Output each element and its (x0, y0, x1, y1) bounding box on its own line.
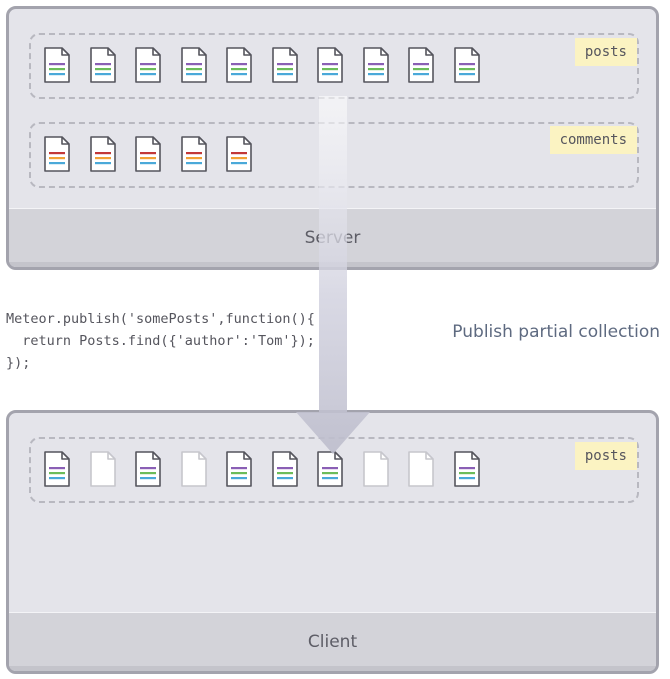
client-label: Client (9, 612, 656, 671)
server-comment-doc-icon (226, 136, 252, 172)
client-post-doc-icon (362, 451, 389, 487)
client-post-doc-icon (135, 451, 161, 487)
transfer-arrow-icon (296, 96, 370, 454)
server-post-doc-icon (226, 47, 252, 83)
client-post-doc-icon (408, 451, 434, 487)
client-post-doc-icon (317, 451, 343, 487)
server-post-doc-icon (44, 47, 70, 83)
server-post-doc-icon (317, 47, 343, 83)
publish-code: Meteor.publish('somePosts',function(){ r… (6, 308, 315, 374)
server-comment-doc-icon (180, 136, 207, 172)
client-post-doc-icon (89, 451, 116, 487)
client-posts-tag: posts (574, 442, 637, 470)
server-comments-tag: comments (549, 126, 637, 154)
client-post-doc-icon (180, 451, 207, 487)
client-post-doc-icon (453, 451, 480, 487)
server-posts-group (29, 33, 639, 99)
server-comment-doc-icon (135, 136, 161, 172)
server-post-doc-icon (362, 47, 389, 83)
server-post-doc-icon (453, 47, 480, 83)
code-line-2: return Posts.find({'author':'Tom'}); (6, 333, 315, 349)
client-posts-group (29, 437, 639, 503)
caption: Publish partial collection (452, 322, 660, 342)
server-post-doc-icon (180, 47, 207, 83)
server-comment-doc-icon (89, 136, 116, 172)
code-line-3: }); (6, 355, 31, 371)
client-post-doc-icon (226, 451, 252, 487)
code-line-1: Meteor.publish('somePosts',function(){ (6, 311, 315, 327)
client-panel: posts Client (6, 410, 659, 674)
client-post-doc-icon (44, 451, 70, 487)
client-post-doc-icon (271, 451, 298, 487)
server-post-doc-icon (135, 47, 161, 83)
server-comment-doc-icon (44, 136, 70, 172)
server-post-doc-icon (408, 47, 434, 83)
server-posts-tag: posts (574, 38, 637, 66)
server-post-doc-icon (271, 47, 298, 83)
server-post-doc-icon (89, 47, 116, 83)
